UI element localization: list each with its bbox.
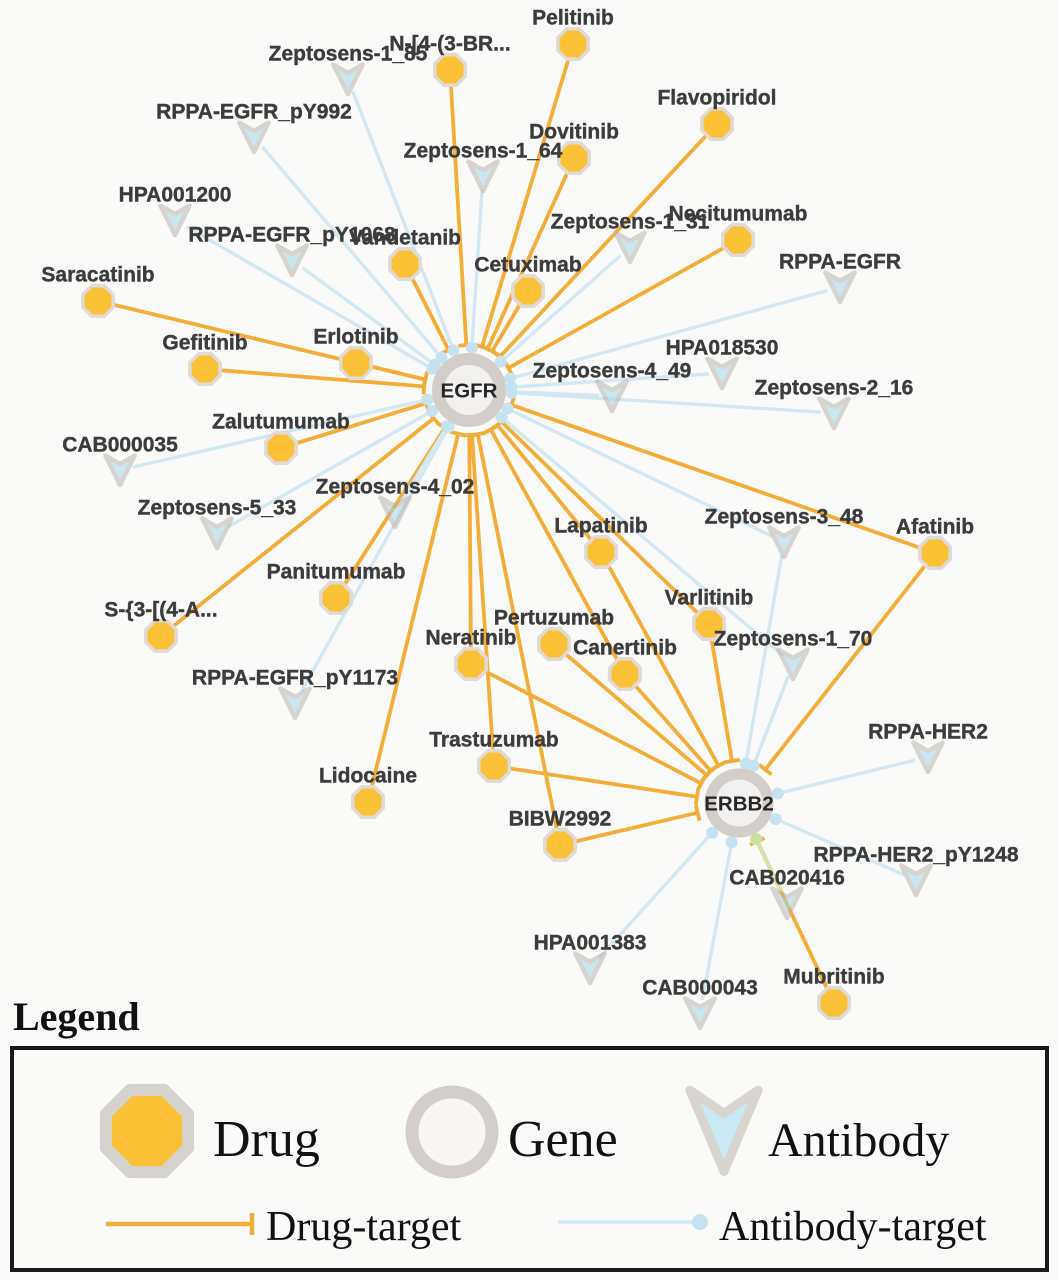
svg-text:Drug: Drug [213, 1111, 320, 1168]
svg-text:CAB020416: CAB020416 [729, 867, 845, 890]
svg-text:Zeptosens-1_64: Zeptosens-1_64 [404, 140, 563, 163]
svg-text:Cetuximab: Cetuximab [474, 254, 581, 277]
svg-text:Zeptosens-5_33: Zeptosens-5_33 [138, 497, 297, 520]
svg-text:Panitumumab: Panitumumab [267, 561, 406, 584]
svg-text:N-[4-(3-BR...: N-[4-(3-BR... [389, 33, 510, 56]
svg-text:Gene: Gene [508, 1111, 618, 1168]
svg-text:Flavopiridol: Flavopiridol [657, 87, 776, 110]
svg-text:Lapatinib: Lapatinib [554, 515, 647, 538]
svg-text:Neratinib: Neratinib [425, 627, 516, 650]
svg-text:Antibody: Antibody [768, 1114, 949, 1167]
svg-text:Afatinib: Afatinib [896, 516, 974, 539]
svg-text:Zalutumumab: Zalutumumab [212, 411, 350, 434]
svg-text:RPPA-EGFR: RPPA-EGFR [779, 251, 901, 274]
svg-text:Trastuzumab: Trastuzumab [429, 729, 559, 752]
svg-text:Dovitinib: Dovitinib [529, 121, 619, 144]
svg-text:Drug-target: Drug-target [266, 1204, 461, 1250]
svg-text:EGFR: EGFR [441, 380, 498, 403]
svg-text:RPPA-EGFR_pY992: RPPA-EGFR_pY992 [156, 101, 352, 124]
svg-text:HPA018530: HPA018530 [666, 337, 779, 360]
svg-text:S-{3-[(4-A...: S-{3-[(4-A... [104, 599, 217, 622]
svg-text:Lidocaine: Lidocaine [319, 765, 417, 788]
svg-text:CAB000035: CAB000035 [62, 434, 178, 457]
svg-text:HPA001383: HPA001383 [534, 932, 647, 955]
svg-text:BIBW2992: BIBW2992 [509, 808, 612, 831]
svg-text:Zeptosens-1_85: Zeptosens-1_85 [269, 43, 428, 66]
svg-text:Legend: Legend [13, 994, 140, 1039]
svg-text:Necitumumab: Necitumumab [669, 203, 808, 226]
svg-text:Zeptosens-4_49: Zeptosens-4_49 [533, 360, 692, 383]
svg-text:HPA001200: HPA001200 [119, 184, 232, 207]
svg-text:RPPA-EGFR_pY1173: RPPA-EGFR_pY1173 [192, 667, 398, 690]
svg-text:Gefitinib: Gefitinib [162, 332, 247, 355]
svg-text:Mubritinib: Mubritinib [783, 966, 884, 989]
svg-text:Antibody-target: Antibody-target [719, 1204, 987, 1250]
svg-text:RPPA-HER2: RPPA-HER2 [868, 721, 988, 744]
svg-text:Zeptosens-1_31: Zeptosens-1_31 [551, 211, 710, 234]
svg-text:Varlitinib: Varlitinib [665, 587, 754, 610]
svg-text:Zeptosens-2_16: Zeptosens-2_16 [755, 377, 914, 400]
svg-text:Zeptosens-4_02: Zeptosens-4_02 [316, 476, 475, 499]
svg-text:ERBB2: ERBB2 [704, 793, 774, 816]
svg-text:Saracatinib: Saracatinib [41, 264, 154, 287]
svg-text:Zeptosens-3_48: Zeptosens-3_48 [705, 506, 864, 529]
svg-text:RPPA-HER2_pY1248: RPPA-HER2_pY1248 [813, 844, 1018, 867]
svg-text:Zeptosens-1_70: Zeptosens-1_70 [714, 628, 873, 651]
svg-text:Vandetanib: Vandetanib [349, 227, 461, 250]
svg-text:CAB000043: CAB000043 [642, 977, 758, 1000]
svg-text:Pertuzumab: Pertuzumab [494, 607, 614, 630]
svg-text:Pelitinib: Pelitinib [532, 7, 614, 30]
svg-text:RPPA-EGFR_pY1068: RPPA-EGFR_pY1068 [188, 224, 396, 247]
svg-text:Erlotinib: Erlotinib [313, 326, 398, 349]
svg-text:Canertinib: Canertinib [573, 637, 677, 660]
